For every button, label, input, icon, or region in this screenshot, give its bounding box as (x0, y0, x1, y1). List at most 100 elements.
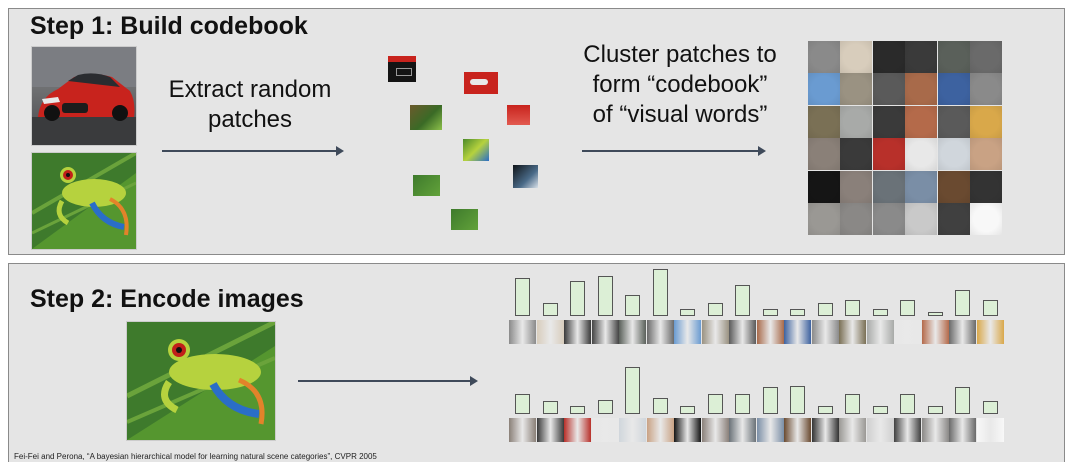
histogram-bar (790, 385, 805, 414)
histogram-bar (652, 269, 668, 316)
histogram-bar (790, 308, 805, 316)
histogram-bar (900, 393, 915, 414)
histogram-bar (570, 280, 585, 316)
histogram-bar (680, 406, 695, 414)
extract-arrow (162, 146, 344, 156)
histogram-word (509, 418, 536, 442)
histogram-bar (872, 308, 888, 316)
codebook-word (970, 73, 1002, 106)
patch-leaf-2 (451, 209, 478, 230)
histogram-bar (542, 303, 558, 316)
histogram-word (646, 418, 674, 442)
histogram-bar (680, 308, 695, 316)
histogram-bar (597, 399, 613, 414)
histogram-word (674, 320, 701, 344)
codebook-word (808, 203, 840, 235)
codebook-word (970, 203, 1002, 235)
histogram-bar (625, 294, 640, 316)
codebook-word (970, 41, 1002, 73)
histogram-word (784, 418, 811, 442)
histogram-word (536, 320, 564, 344)
histogram-word (646, 320, 674, 344)
cluster-arrow (582, 146, 766, 156)
codebook-word (905, 138, 938, 171)
codebook-word (937, 170, 970, 203)
histogram-word (729, 320, 756, 344)
histogram-bar (597, 276, 613, 316)
histogram-word (921, 320, 949, 344)
histogram-bar (982, 299, 998, 316)
histogram-bar (927, 312, 943, 316)
histogram-word (976, 418, 1004, 442)
codebook-word (937, 41, 970, 73)
histogram-bar (570, 406, 585, 414)
histogram-word (839, 320, 866, 344)
histogram-bar (762, 308, 778, 316)
codebook-word (808, 138, 840, 171)
patch-car-light (513, 165, 538, 188)
histogram-word (949, 320, 976, 344)
codebook-word (970, 170, 1002, 203)
histogram-word (811, 418, 839, 442)
codebook-word (840, 170, 873, 203)
codebook-word (808, 105, 840, 138)
histogram-word (674, 418, 701, 442)
histogram-bar (982, 401, 998, 414)
cluster-patches-label: Cluster patches to form “codebook” of “v… (583, 41, 777, 128)
histogram-bar (817, 406, 833, 414)
codebook-word (872, 41, 905, 73)
histogram-word (701, 320, 729, 344)
codebook-word (808, 41, 840, 73)
codebook-word (937, 105, 970, 138)
codebook-word (937, 73, 970, 106)
histogram-bar (707, 393, 723, 414)
codebook-word (937, 203, 970, 235)
codebook-word (905, 203, 938, 235)
codebook-word (937, 138, 970, 171)
histogram-word (701, 418, 729, 442)
histogram-word (536, 418, 564, 442)
histogram-word (619, 320, 646, 344)
histogram-bar (845, 299, 860, 316)
histogram-bar (542, 401, 558, 414)
histogram-bar (735, 393, 750, 414)
patch-car-front (388, 56, 416, 82)
histogram-word (564, 320, 591, 344)
codebook-word (872, 203, 905, 235)
histogram-word (949, 418, 976, 442)
patch-frog-leg (463, 139, 489, 161)
patch-frog-leaf (410, 105, 442, 130)
codebook-word (905, 105, 938, 138)
histogram-word (894, 320, 921, 344)
histogram-word (784, 320, 811, 344)
histogram-word (756, 320, 784, 344)
histogram-word (976, 320, 1004, 344)
histogram-word (894, 418, 921, 442)
histogram-word (509, 320, 536, 344)
patch-car-red (507, 105, 530, 125)
citation: Fei-Fei and Perona, “A bayesian hierarch… (14, 452, 377, 461)
histogram-bar (955, 290, 970, 316)
codebook-word (840, 138, 873, 171)
frog-photo (31, 152, 137, 250)
encode-arrow (298, 376, 478, 386)
codebook-word (872, 138, 905, 171)
histogram-bar (652, 398, 668, 414)
histogram-word (756, 418, 784, 442)
histogram-bar (515, 278, 530, 316)
car-photo (31, 46, 137, 146)
frog-photo-step2 (126, 321, 276, 441)
codebook-word (970, 138, 1002, 171)
histogram-word (591, 418, 619, 442)
step1-title: Step 1: Build codebook (30, 12, 308, 40)
histogram-word (866, 320, 894, 344)
codebook-word (872, 73, 905, 106)
codebook-word (808, 73, 840, 106)
histogram-word (866, 418, 894, 442)
histogram-bar (762, 387, 778, 414)
histogram-bar (817, 303, 833, 316)
patch-car-handle (464, 72, 498, 94)
step2-title: Step 2: Encode images (30, 285, 304, 313)
codebook-word (840, 203, 873, 235)
codebook-word (840, 41, 873, 73)
